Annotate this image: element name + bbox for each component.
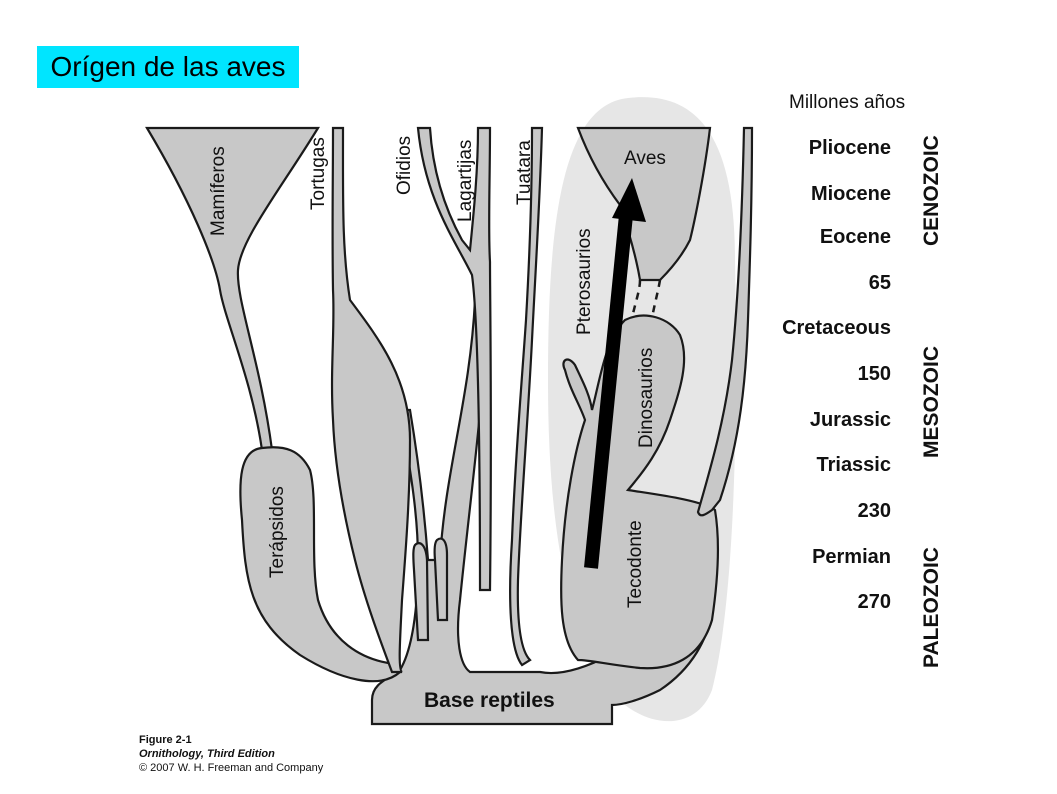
ofidios-lagartijas-shape [416, 126, 492, 592]
minor-branch-1 [412, 542, 430, 642]
caption-copyright: © 2007 W. H. Freeman and Company [139, 762, 324, 774]
time-label: Miocene [811, 183, 891, 205]
time-label: Permian [812, 546, 891, 568]
time-label: Triassic [816, 454, 891, 476]
label-ofidios: Ofidios [394, 136, 415, 195]
tortugas-shape [330, 126, 412, 674]
time-label: 270 [858, 591, 891, 613]
label-base-reptiles: Base reptiles [424, 689, 555, 712]
label-mamiferos: Mamíferos [208, 146, 229, 236]
era-mesozoic: MESOZOIC [920, 346, 943, 458]
label-tortugas: Tortugas [308, 137, 329, 210]
caption-book: Ornithology, Third Edition [139, 748, 275, 760]
right-lineage-shape [696, 126, 754, 517]
era-cenozoic: CENOZOIC [920, 135, 943, 246]
minor-branch-2 [433, 537, 449, 622]
time-label: Pliocene [809, 137, 891, 159]
label-tecodonte: Tecodonte [625, 520, 646, 608]
label-terapsidos: Terápsidos [267, 486, 288, 578]
time-label: 65 [869, 272, 891, 294]
label-pterosaurios: Pterosaurios [574, 228, 595, 335]
tuatara-shape [509, 126, 544, 667]
time-label: Cretaceous [782, 317, 891, 339]
mamiferos-shape [145, 126, 320, 452]
label-aves: Aves [624, 148, 666, 169]
time-labels: Pliocene Miocene Eocene 65 Cretaceous 15… [782, 137, 891, 613]
time-label: 230 [858, 500, 891, 522]
time-label: 150 [858, 363, 891, 385]
time-label: Jurassic [810, 409, 891, 431]
evolution-arrow [584, 178, 646, 569]
scale-header: Millones años [789, 92, 905, 113]
label-dinosaurios: Dinosaurios [636, 348, 657, 448]
slide-title: Orígen de las aves [37, 46, 299, 88]
caption-figure: Figure 2-1 [139, 734, 192, 746]
time-label: Eocene [820, 226, 891, 248]
dinosaur-bird-link-dashes [630, 279, 662, 319]
label-tuatara: Tuatara [514, 140, 535, 205]
label-lagartijas: Lagartijas [455, 140, 476, 222]
era-paleozoic: PALEOZOIC [920, 547, 943, 668]
